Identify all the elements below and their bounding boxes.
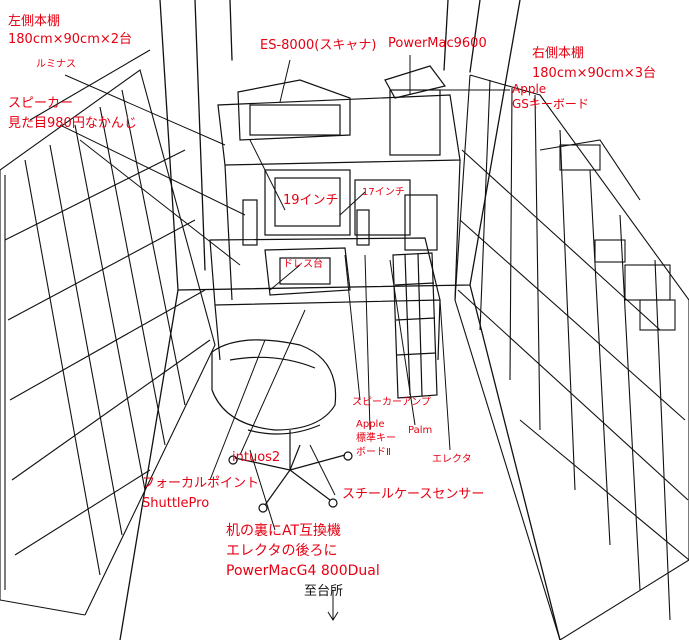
kitchen-direction-label: 至台所 [304, 584, 344, 599]
leader-lines [59, 55, 510, 621]
steel-case-label: スチールケースセンサー [342, 487, 485, 502]
std-keyboard-label-1: Apple [356, 419, 385, 430]
intuos-label: intuos2 [232, 450, 281, 465]
monitor-19-label: 19インチ [283, 193, 339, 208]
speaker-amp-label: スピーカーアンプ [352, 397, 431, 408]
g4-note-line2: エレクタの後ろに [226, 543, 338, 559]
tablet-label: ドレス台 [283, 259, 323, 270]
right-shelf-title: 右側本棚 [532, 46, 585, 61]
scanner-label: ES-8000(スキャナ) [260, 38, 377, 53]
left-shelf-title: 左側本棚 [8, 14, 61, 29]
monitor-17-label: 17インチ [362, 187, 405, 198]
room-outline [119, 0, 561, 640]
erecta-label: エレクタ [432, 454, 472, 465]
std-keyboard-label-2: 標準キー [356, 433, 396, 444]
luminous-label: ルミナス [36, 59, 76, 70]
speaker-title: スピーカー [8, 96, 74, 111]
desk-and-rack [209, 65, 461, 399]
chair [211, 339, 353, 513]
palm-label: Palm [408, 425, 433, 436]
left-bookshelf [0, 49, 216, 616]
focal-point-label: フォーカルポイント [142, 476, 260, 491]
gs-keyboard-label-1: Apple [512, 82, 547, 96]
speaker-note: 見た目980円なかんじ [8, 116, 137, 131]
left-shelf-size: 180cm×90cm×2台 [8, 32, 133, 47]
right-bookshelf [454, 74, 689, 640]
g4-note-line3: PowerMacG4 800Dual [226, 563, 380, 579]
shuttle-pro-label: ShuttlePro [142, 496, 210, 511]
right-shelf-size: 180cm×90cm×3台 [532, 66, 657, 81]
powermac9600-label: PowerMac9600 [388, 36, 487, 51]
std-keyboard-label-3: ボードⅡ [356, 447, 391, 458]
gs-keyboard-label-2: GSキーボード [512, 97, 589, 111]
g4-note-line1: 机の裏にAT互換機 [226, 523, 342, 539]
